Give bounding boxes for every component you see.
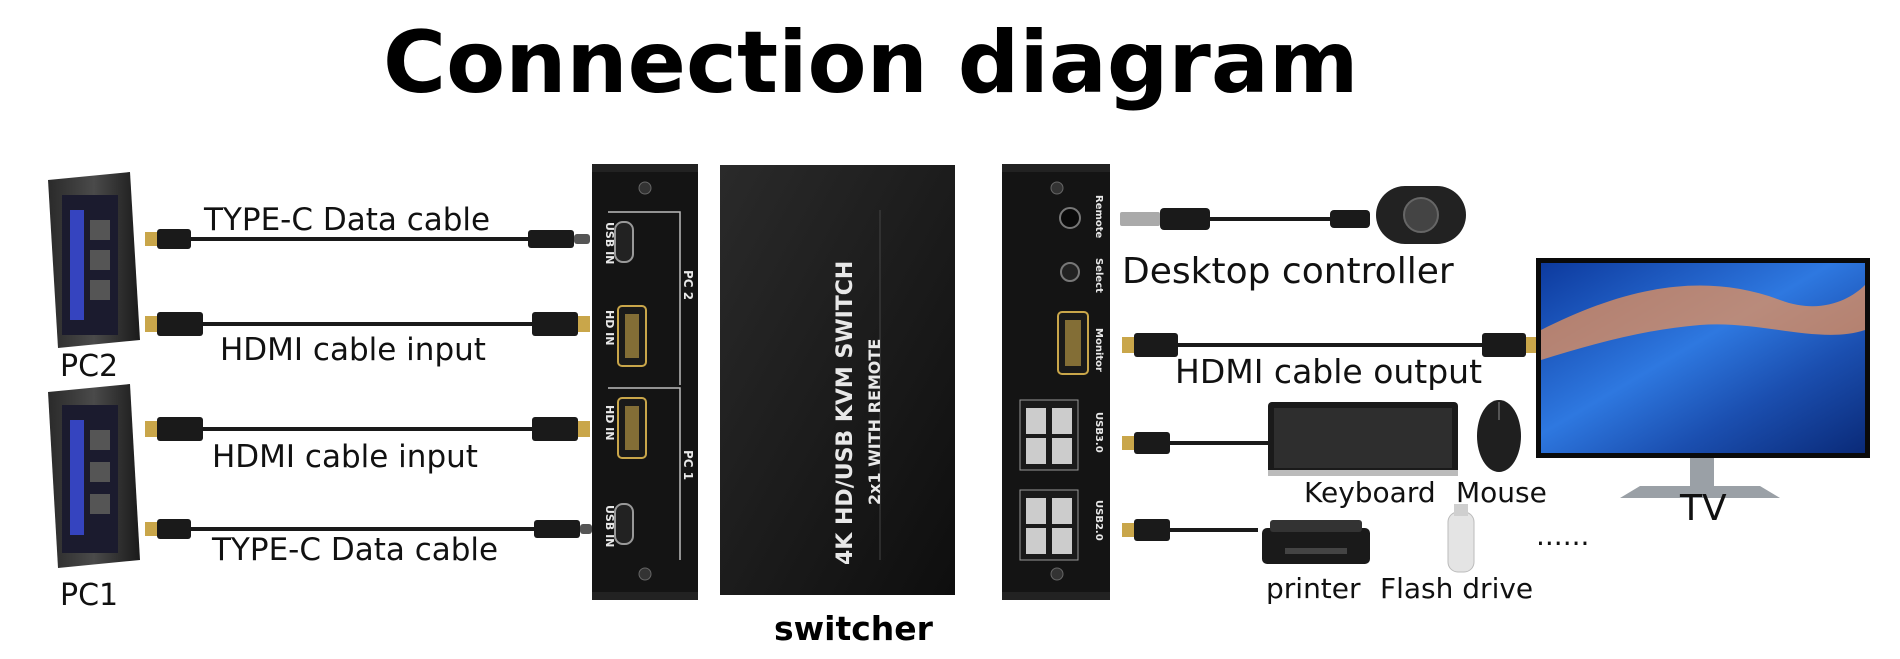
switch-model-line2: 2x1 WITH REMOTE [865, 339, 884, 505]
hdmi-output-label: HDMI cable output [1175, 352, 1482, 391]
switch-output-panel [1002, 164, 1110, 600]
hdmi-cable-input-pc1 [145, 417, 590, 441]
port-label-select: Select [1093, 258, 1104, 293]
desktop-controller-puck [1376, 186, 1466, 244]
printer-label: printer [1266, 572, 1361, 605]
keyboard-label: Keyboard [1304, 476, 1436, 509]
usb-cable-printer [1122, 519, 1258, 541]
port-group-pc1: PC 1 [681, 450, 695, 480]
hdmi-cable-output [1122, 333, 1538, 357]
pc2-tower [48, 172, 140, 348]
pc1-tower [48, 384, 140, 568]
port-label-usb2: USB2.0 [1093, 500, 1104, 541]
usb-cable-keyboard [1122, 432, 1268, 454]
keyboard-device [1268, 402, 1458, 476]
type-c-cable-pc1 [145, 519, 592, 539]
pc2-label: PC2 [60, 349, 118, 384]
desktop-controller-cable [1120, 208, 1370, 230]
port-label-usb3: USB3.0 [1093, 412, 1104, 453]
cable-label-hdmi-top: HDMI cable input [220, 332, 486, 368]
desktop-controller-label: Desktop controller [1122, 251, 1454, 292]
diagram-title: Connection diagram [383, 13, 1358, 113]
mouse-device [1477, 400, 1521, 472]
cable-label-type-c-top: TYPE-C Data cable [203, 202, 490, 238]
switcher-caption: switcher [774, 609, 934, 648]
port-label-remote: Remote [1093, 195, 1104, 239]
switch-input-panel [592, 164, 698, 600]
port-label-hd-in-top: HD IN [603, 310, 616, 345]
pc1-label: PC1 [60, 578, 118, 613]
kvm-switch-box [720, 165, 955, 595]
port-label-usb-in-top: USB IN [603, 222, 616, 264]
flash-drive-label: Flash drive [1380, 572, 1533, 605]
mouse-label: Mouse [1456, 476, 1547, 509]
type-c-cable-pc2 [145, 229, 590, 249]
port-label-hd-in-bottom: HD IN [603, 405, 616, 440]
flash-drive-device [1447, 504, 1475, 573]
switch-model-line1: 4K HD/USB KVM SWITCH [833, 261, 858, 565]
port-label-usb-in-bottom: USB IN [603, 505, 616, 547]
tv-label: TV [1679, 488, 1727, 529]
more-devices-ellipsis: ...... [1536, 519, 1589, 552]
tv-monitor [1536, 258, 1870, 498]
printer-device [1262, 520, 1370, 564]
port-group-pc2: PC 2 [681, 270, 695, 300]
cable-label-type-c-bottom: TYPE-C Data cable [211, 532, 498, 568]
hdmi-cable-input-pc2 [145, 312, 590, 336]
cable-label-hdmi-bottom: HDMI cable input [212, 439, 478, 475]
port-label-monitor: Monitor [1093, 328, 1104, 372]
